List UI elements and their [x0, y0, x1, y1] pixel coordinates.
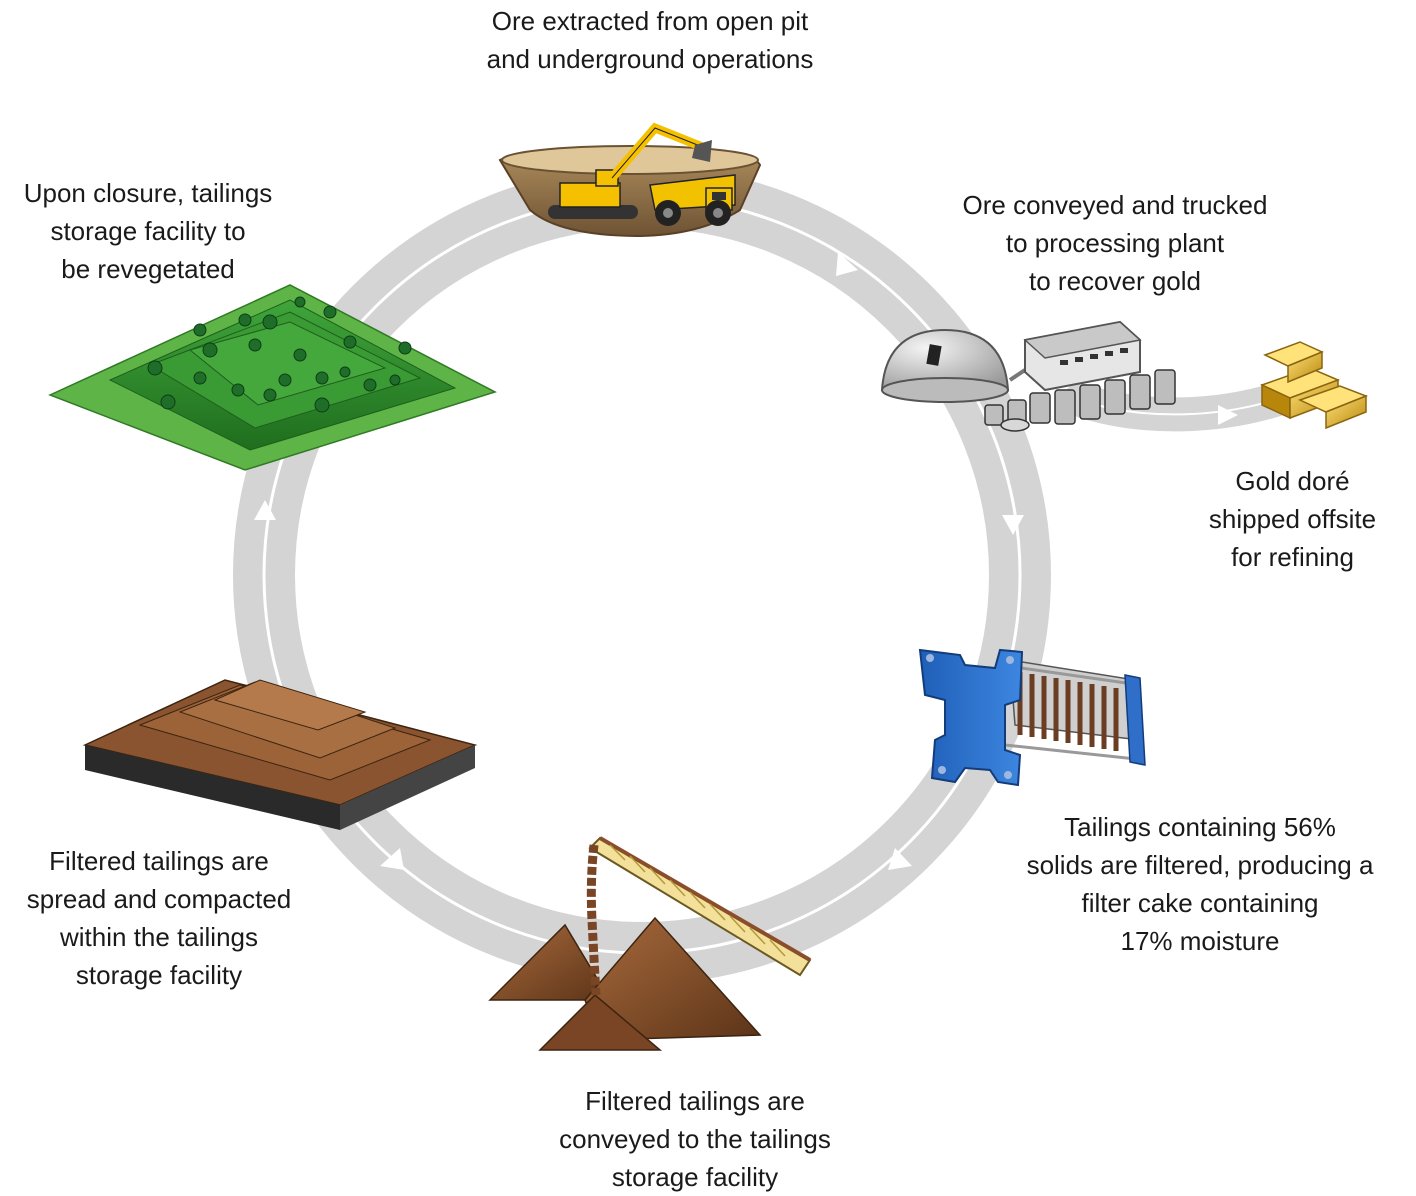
flow-arrow-icon — [1218, 405, 1238, 425]
haul-truck-icon — [649, 174, 736, 226]
label-mining: Ore extracted from open pit and undergro… — [486, 6, 814, 74]
label-spreading: Filtered tailings are spread and compact… — [26, 846, 292, 990]
flow-arrow-icon — [380, 848, 404, 870]
label-processing: Ore conveyed and trucked to processing p… — [962, 190, 1268, 296]
compacted-tailings-illustration — [82, 679, 478, 830]
flow-arrow-icon — [836, 252, 858, 276]
filter-press-illustration — [918, 648, 1146, 787]
processing-plant-illustration — [880, 320, 1176, 432]
tree-icon — [147, 296, 412, 413]
open-pit-mine-illustration — [498, 122, 762, 238]
cycle-ring — [233, 166, 1051, 984]
conveyor-stockpile-illustration — [488, 836, 812, 1051]
leach-tanks-icon — [984, 369, 1176, 427]
flow-arrow-icon — [888, 848, 912, 870]
gold-bars-icon — [1260, 341, 1369, 430]
label-gold-dore: Gold doré shipped offsite for refining — [1208, 466, 1377, 572]
revegetated-storage-facility-illustration — [48, 284, 497, 471]
label-filtering: Tailings containing 56% solids are filte… — [1026, 812, 1374, 956]
label-closure: Upon closure, tailings storage facility … — [23, 178, 273, 284]
flow-arrow-icon — [1002, 515, 1024, 535]
label-conveying: Filtered tailings are conveyed to the ta… — [559, 1086, 831, 1192]
excavator-icon — [548, 122, 712, 219]
flow-arrow-icon — [254, 500, 276, 520]
